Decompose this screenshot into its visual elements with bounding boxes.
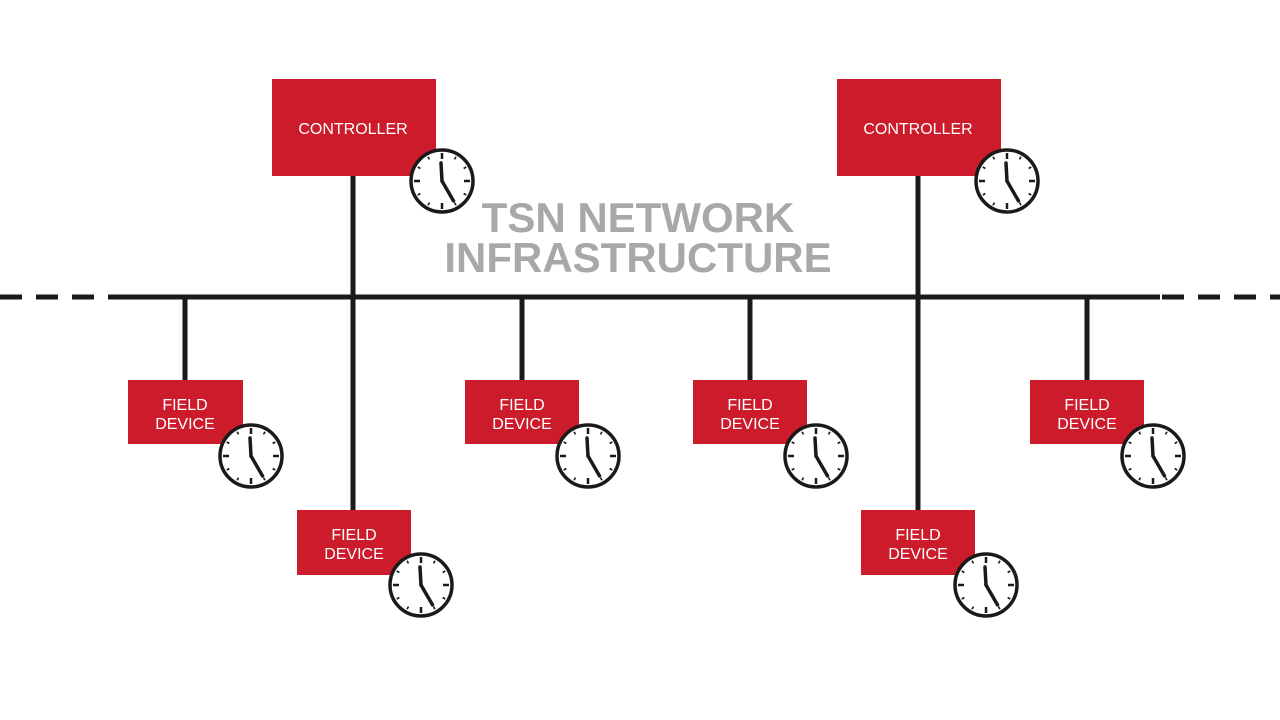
clock-icon [953, 552, 1019, 618]
clock-icons [218, 148, 1186, 618]
diagram-title-line1: TSN NETWORK [482, 194, 795, 241]
field-device-node: FIELD DEVICE [1030, 380, 1144, 444]
clock-icon [974, 148, 1040, 214]
controller-box [272, 79, 436, 176]
field-device-label-line1: FIELD [1064, 397, 1109, 414]
controller-label: CONTROLLER [863, 121, 972, 138]
controller-node: CONTROLLER [837, 79, 1001, 176]
controller-label: CONTROLLER [298, 121, 407, 138]
field-device-label-line1: FIELD [331, 527, 376, 544]
field-device-label-line2: DEVICE [155, 416, 215, 433]
field-device-node: FIELD DEVICE [297, 510, 411, 575]
field-device-box [297, 510, 411, 575]
controller-box [837, 79, 1001, 176]
field-device-label-line1: FIELD [499, 397, 544, 414]
field-device-label-line2: DEVICE [324, 546, 384, 563]
field-device-box [465, 380, 579, 444]
field-device-label-line2: DEVICE [492, 416, 552, 433]
clock-icon [783, 423, 849, 489]
controller-node: CONTROLLER [272, 79, 436, 176]
field-device-node: FIELD DEVICE [465, 380, 579, 444]
field-device-box [693, 380, 807, 444]
clock-icon [388, 552, 454, 618]
field-device-label-line2: DEVICE [888, 546, 948, 563]
diagram-title-line2: INFRASTRUCTURE [444, 234, 831, 281]
field-device-label-line1: FIELD [895, 527, 940, 544]
field-device-label-line2: DEVICE [1057, 416, 1117, 433]
field-device-node: FIELD DEVICE [861, 510, 975, 575]
field-device-label-line1: FIELD [162, 397, 207, 414]
field-device-node: FIELD DEVICE [128, 380, 243, 444]
field-device-box [128, 380, 243, 444]
field-device-box [1030, 380, 1144, 444]
clock-icon [1120, 423, 1186, 489]
field-device-label-line1: FIELD [727, 397, 772, 414]
clock-icon [409, 148, 475, 214]
field-device-box [861, 510, 975, 575]
field-device-label-line2: DEVICE [720, 416, 780, 433]
field-device-node: FIELD DEVICE [693, 380, 807, 444]
clock-icon [555, 423, 621, 489]
clock-icon [218, 423, 284, 489]
connector-lines [182, 175, 1090, 512]
